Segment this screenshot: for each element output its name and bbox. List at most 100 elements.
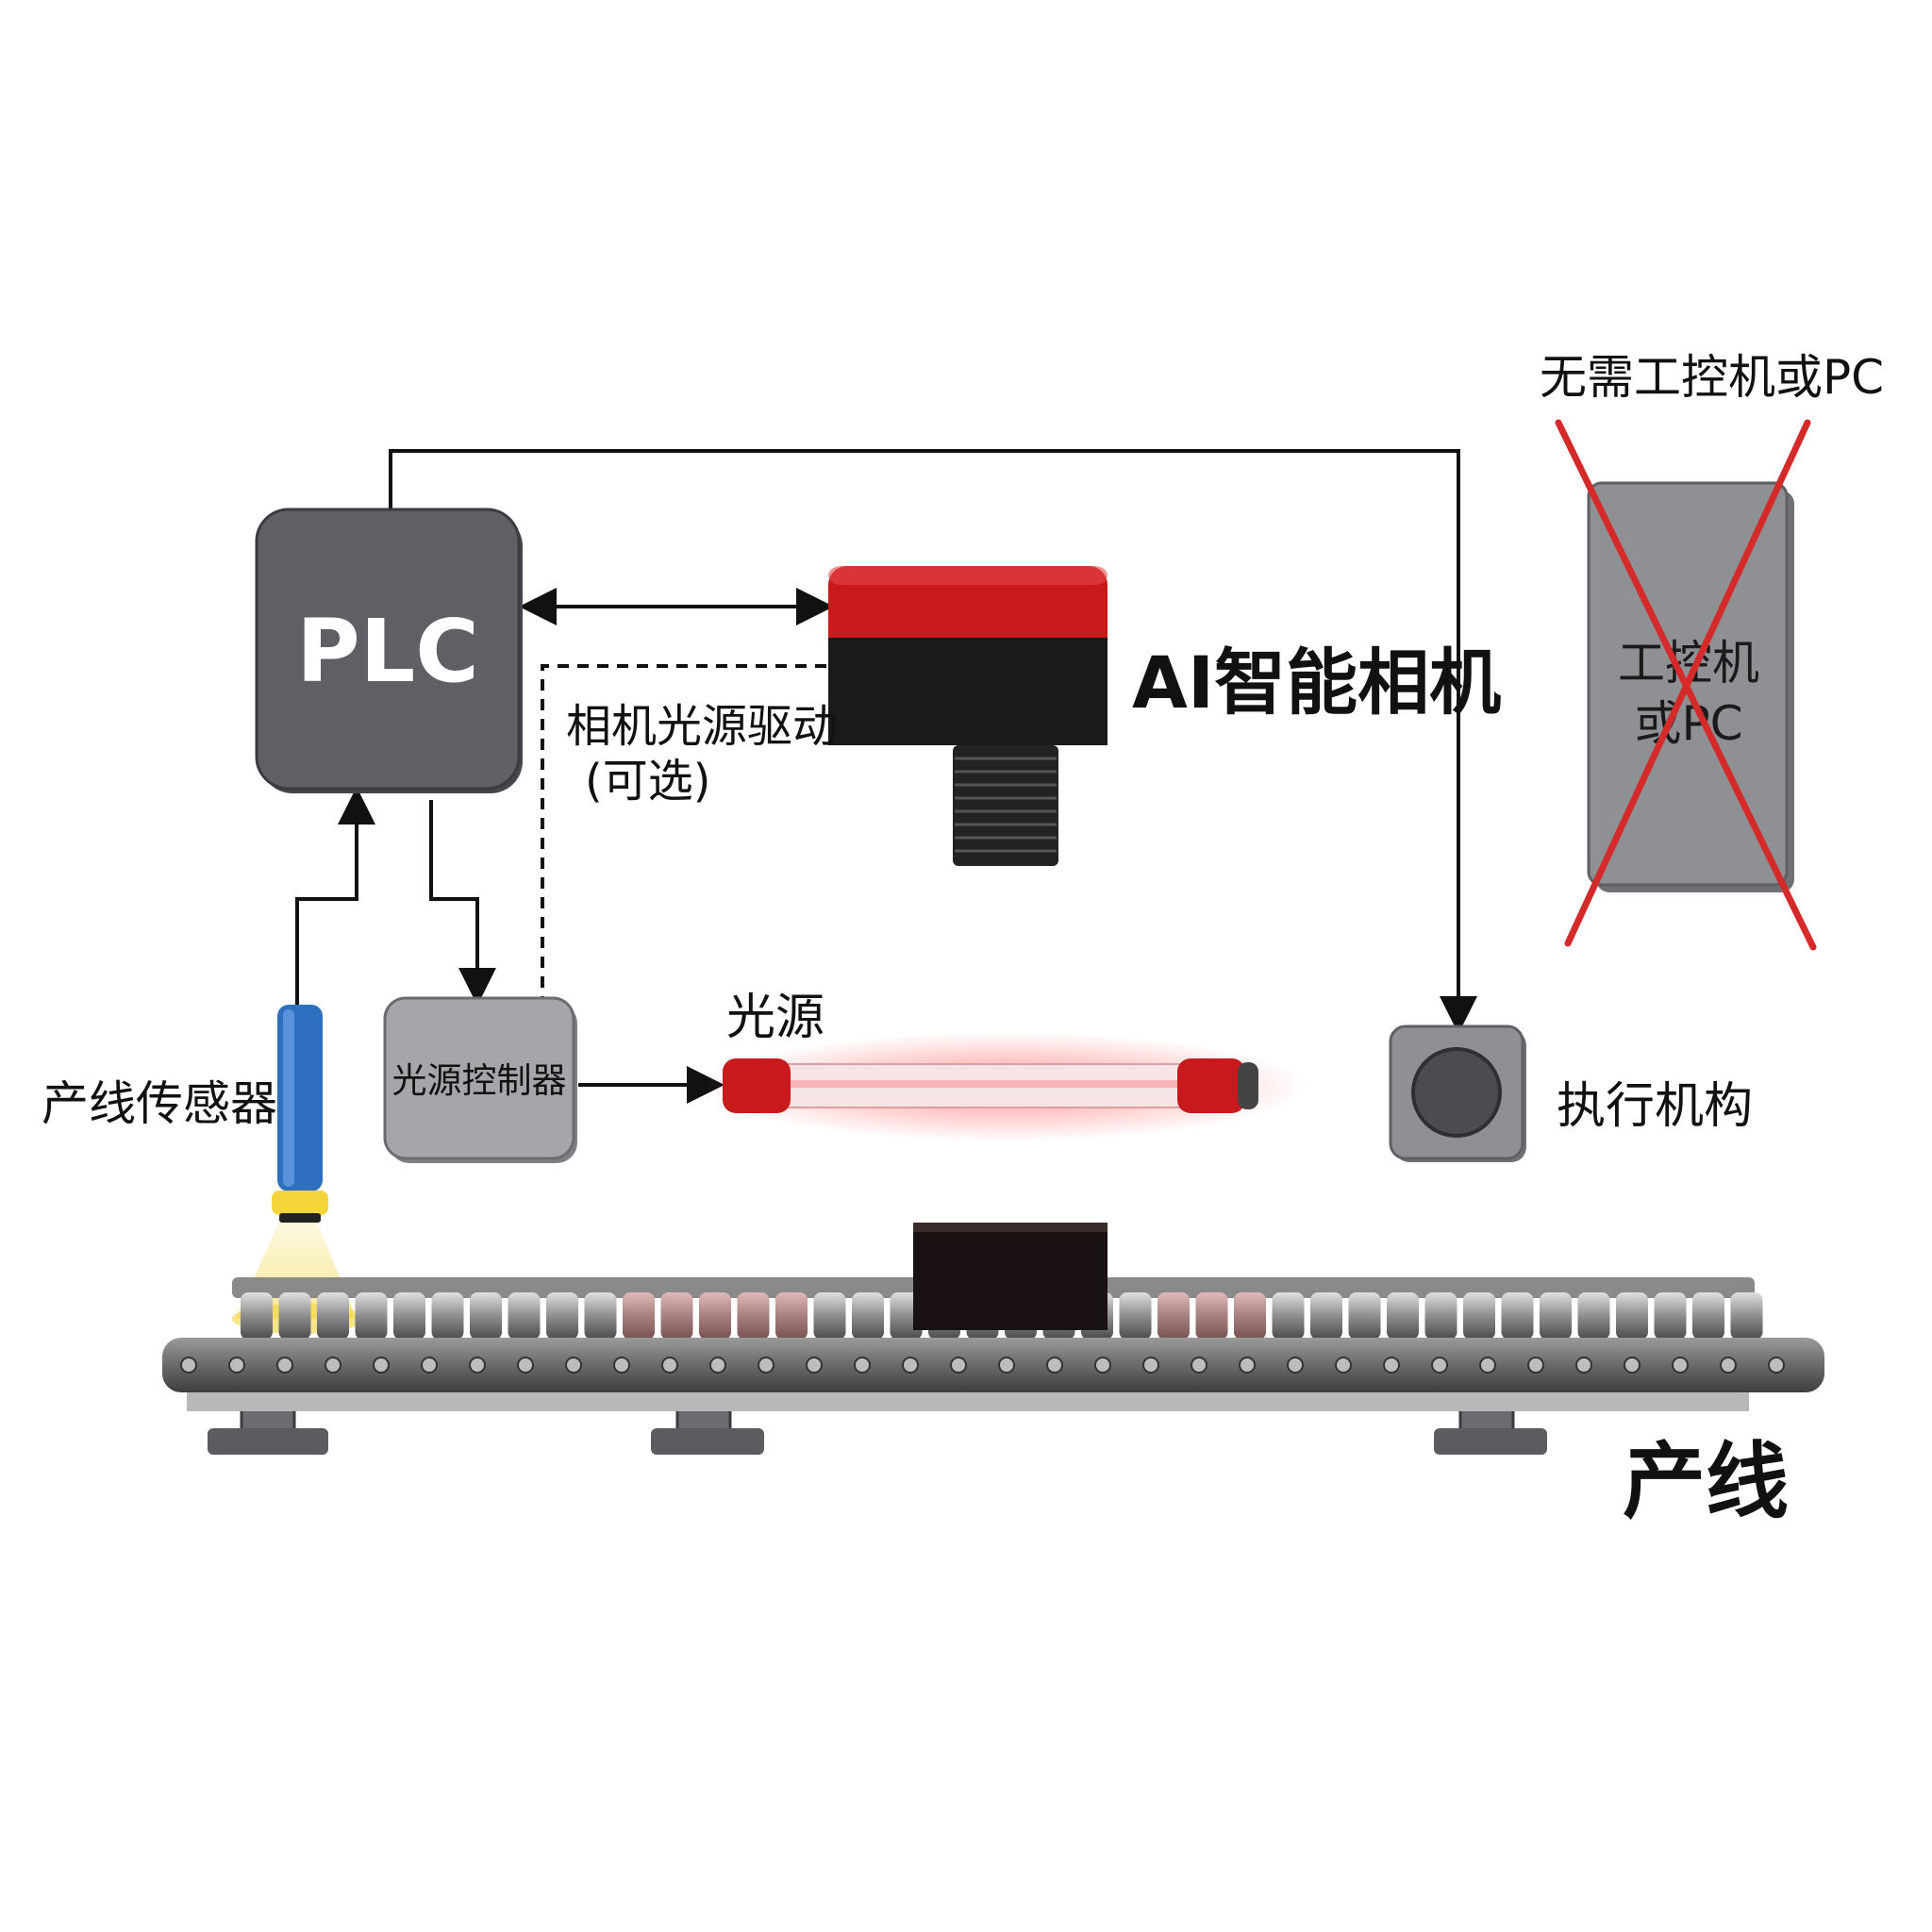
rail-bolt	[228, 1357, 245, 1374]
rail-bolt	[1479, 1357, 1496, 1374]
conveyor-roller	[623, 1292, 655, 1340]
light-controller-label: 光源控制器	[392, 1060, 567, 1101]
rail-bolt	[902, 1357, 919, 1374]
rail-bolt	[373, 1357, 390, 1374]
plc-box: PLC	[255, 508, 523, 793]
rail-bolt	[1720, 1357, 1737, 1374]
industrial-pc-label-line2: 或PC	[1634, 696, 1742, 751]
rail-bolt	[758, 1357, 774, 1374]
conveyor-roller	[1424, 1292, 1457, 1340]
roller-light-reflection	[1195, 1292, 1228, 1340]
rail-bolt	[613, 1357, 630, 1374]
conveyor-roller	[1463, 1292, 1495, 1340]
rail-bolt	[1431, 1357, 1448, 1374]
conveyor-roller	[1654, 1292, 1687, 1340]
conveyor-roller	[1540, 1292, 1572, 1340]
light-controller-box: 光源控制器	[383, 996, 577, 1163]
conveyor-roller	[393, 1292, 425, 1340]
conveyor-roller	[317, 1292, 349, 1340]
roller-light-reflection	[699, 1292, 731, 1340]
rail-bolt	[1142, 1357, 1159, 1374]
connector-plc-to-light-controller	[429, 800, 496, 1006]
conveyor-roller	[241, 1292, 273, 1340]
conveyor-roller	[775, 1292, 808, 1340]
line-sensor-label: 产线传感器	[42, 1076, 277, 1131]
conveyor-roller	[1158, 1292, 1190, 1340]
rail-bolt	[854, 1357, 871, 1374]
conveyor-bolts	[180, 1357, 1785, 1374]
ai-camera	[828, 566, 1108, 866]
camera-lens	[953, 745, 1058, 866]
conveyor-roller	[431, 1292, 464, 1340]
conveyor-roller	[660, 1292, 693, 1340]
conveyor-roller	[1272, 1292, 1305, 1340]
rail-bolt	[1094, 1357, 1111, 1374]
camera-label: AI智能相机	[1132, 641, 1502, 724]
conveyor-roller	[699, 1292, 731, 1340]
rail-bolt	[276, 1357, 293, 1374]
conveyor-roller	[1119, 1292, 1152, 1340]
actuator-label: 执行机构	[1557, 1078, 1754, 1135]
rail-bolt	[661, 1357, 678, 1374]
roller-light-reflection	[775, 1292, 808, 1340]
conveyor-roller	[1616, 1292, 1648, 1340]
conveyor-roller	[1387, 1292, 1419, 1340]
conveyor-roller	[584, 1292, 617, 1340]
rail-bolt	[1046, 1357, 1063, 1374]
light-source-label: 光源	[726, 990, 825, 1046]
rail-bolt	[1768, 1357, 1785, 1374]
rail-bolt	[1575, 1357, 1592, 1374]
conveyor-roller	[1501, 1292, 1534, 1340]
rail-bolt	[950, 1357, 967, 1374]
camera-light-driver-label: 相机光源驱动	[566, 700, 839, 753]
roller-light-reflection	[1234, 1292, 1266, 1340]
conveyor-roller	[470, 1292, 502, 1340]
rail-bolt	[709, 1357, 726, 1374]
rail-bolt	[1191, 1357, 1208, 1374]
connector-sensor-to-plc	[295, 787, 375, 1005]
rail-bolt	[421, 1357, 438, 1374]
conveyor-roller	[1730, 1292, 1763, 1340]
connector-plc-to-actuator	[389, 449, 1477, 1034]
camera-light-driver-optional-label: (可选)	[585, 755, 711, 808]
rail-bolt	[1239, 1357, 1256, 1374]
rail-bolt	[806, 1357, 823, 1374]
plc-label: PLC	[296, 601, 479, 702]
rail-bolt	[325, 1357, 341, 1374]
roller-light-reflection	[737, 1292, 770, 1340]
light-source-tube	[703, 1032, 1307, 1141]
conveyor-roller	[737, 1292, 770, 1340]
no-pc-caption: 无需工控机或PC	[1540, 350, 1885, 405]
actuator-box	[1389, 1024, 1526, 1162]
conveyor-roller	[278, 1292, 311, 1340]
roller-light-reflection	[660, 1292, 693, 1340]
conveyor-roller	[852, 1292, 884, 1340]
conveyor-roller	[355, 1292, 388, 1340]
conveyor-roller	[813, 1292, 846, 1340]
rail-bolt	[1287, 1357, 1304, 1374]
conveyor-roller	[1692, 1292, 1724, 1340]
rail-bolt	[998, 1357, 1015, 1374]
actuator-button	[1411, 1047, 1502, 1138]
rail-bolt	[1383, 1357, 1400, 1374]
connector-camera-light-driver-dashed	[541, 664, 826, 1000]
rail-bolt	[469, 1357, 486, 1374]
roller-light-reflection	[623, 1292, 655, 1340]
red-cross-mark	[1555, 419, 1817, 951]
rail-bolt	[565, 1357, 582, 1374]
conveyor-roller	[508, 1292, 541, 1340]
rail-bolt	[1527, 1357, 1544, 1374]
rail-bolt	[1672, 1357, 1689, 1374]
product-box	[913, 1223, 1108, 1330]
conveyor-roller	[1310, 1292, 1342, 1340]
rail-bolt	[1335, 1357, 1352, 1374]
rail-bolt	[517, 1357, 534, 1374]
conveyor-roller	[1234, 1292, 1266, 1340]
conveyor-roller	[1195, 1292, 1228, 1340]
production-line-label: 产线	[1623, 1433, 1790, 1530]
roller-light-reflection	[1158, 1292, 1190, 1340]
rail-bolt	[1624, 1357, 1641, 1374]
rail-bolt	[180, 1357, 197, 1374]
conveyor-roller	[1348, 1292, 1381, 1340]
